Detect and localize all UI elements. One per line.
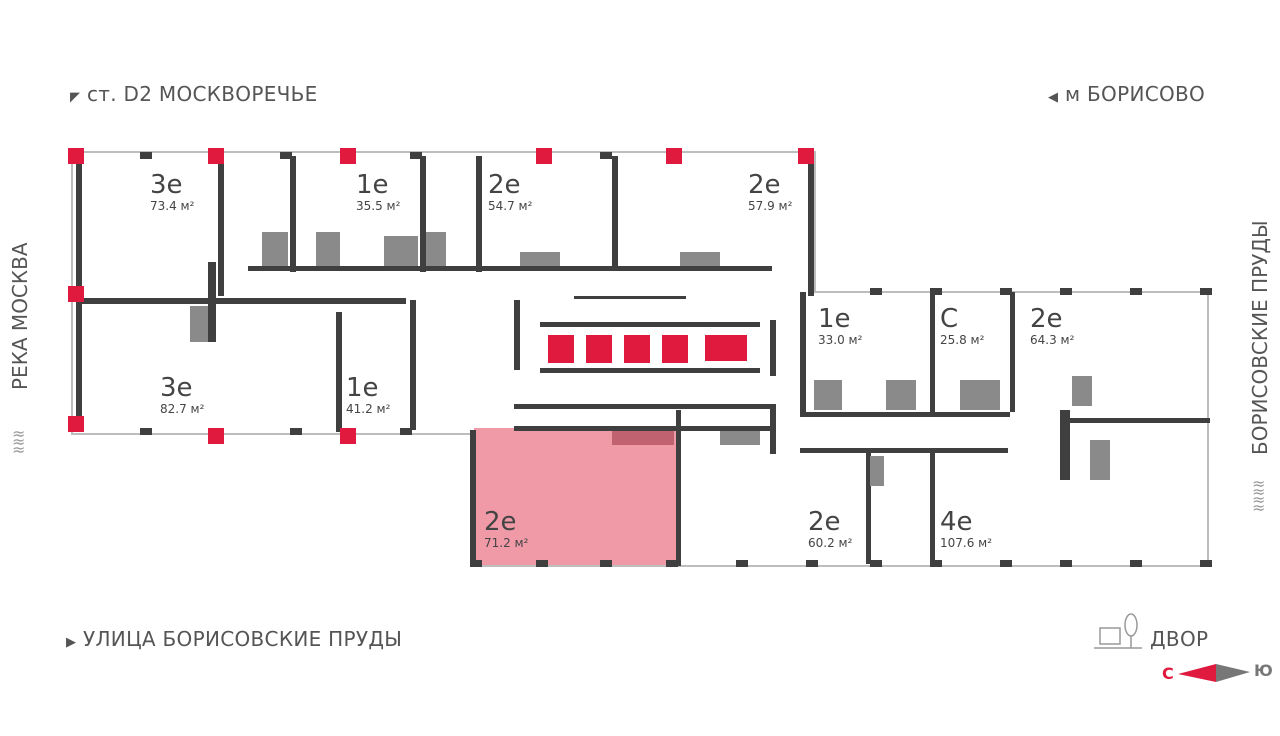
- apartment-type: 3е: [160, 373, 193, 403]
- apartment-area: 71.2 м²: [484, 536, 529, 550]
- apartment-area: 35.5 м²: [356, 199, 401, 213]
- window-column: [1060, 288, 1072, 295]
- apartment-area: 64.3 м²: [1030, 333, 1075, 347]
- direction-borisovo: ◀ м БОРИСОВО: [1048, 82, 1206, 106]
- apartment-type: 2е: [488, 170, 521, 200]
- window-column: [68, 416, 84, 432]
- window-column: [806, 560, 818, 567]
- apartment-type: С: [940, 304, 959, 334]
- arrow-icon: ◤: [70, 90, 81, 105]
- apartment-type: 2е: [484, 507, 517, 537]
- apartment-type: 1е: [346, 373, 379, 403]
- window-column: [930, 288, 942, 295]
- arrow-icon: ◀: [1048, 90, 1059, 105]
- window-column: [68, 148, 84, 164]
- wave-icon: ≈≈≈: [12, 424, 26, 459]
- apartment-area: 25.8 м²: [940, 333, 985, 347]
- window-column: [798, 148, 814, 164]
- window-column: [600, 152, 612, 159]
- direction-street: ▶ УЛИЦА БОРИСОВСКИЕ ПРУДЫ: [66, 627, 403, 651]
- window-column: [340, 148, 356, 164]
- window-column: [666, 148, 682, 164]
- arrow-icon: ▶: [66, 635, 77, 650]
- window-column: [68, 286, 84, 302]
- apartment-type: 1е: [818, 304, 851, 334]
- apartment-type: 2е: [1030, 304, 1063, 334]
- window-column: [870, 560, 882, 567]
- window-column: [208, 148, 224, 164]
- apartment-type: 3е: [150, 170, 183, 200]
- apartment-area: 73.4 м²: [150, 199, 195, 213]
- window-column: [208, 428, 224, 444]
- apartment-area: 82.7 м²: [160, 402, 205, 416]
- window-column: [600, 560, 612, 567]
- window-column: [736, 560, 748, 567]
- window-column: [1130, 288, 1142, 295]
- window-column: [340, 428, 356, 444]
- window-column: [1200, 288, 1212, 295]
- window-column: [1060, 560, 1072, 567]
- window-column: [1130, 560, 1142, 567]
- apartment-area: 57.9 м²: [748, 199, 793, 213]
- window-column: [1000, 560, 1012, 567]
- window-column: [666, 560, 678, 567]
- fixtures: [190, 232, 1110, 486]
- compass-south: Ю: [1254, 661, 1273, 680]
- direction-yard: ДВОР: [1150, 627, 1209, 651]
- window-column: [290, 428, 302, 435]
- apartment-area: 54.7 м²: [488, 199, 533, 213]
- wave-icon: ≈≈≈≈: [1252, 474, 1266, 517]
- selected-apartment-area[interactable]: [474, 428, 676, 566]
- window-column: [1000, 288, 1012, 295]
- window-column: [470, 560, 482, 567]
- compass-north-arrow: [1178, 664, 1216, 682]
- window-column: [536, 148, 552, 164]
- yard-icon: [1094, 612, 1144, 650]
- elevators: [548, 335, 747, 363]
- window-column: [930, 560, 942, 567]
- window-column: [140, 428, 152, 435]
- window-columns: [68, 148, 1212, 567]
- apartment-area: 60.2 м²: [808, 536, 853, 550]
- apartment-type: 2е: [808, 507, 841, 537]
- apartment-type: 2е: [748, 170, 781, 200]
- apartment-area: 41.2 м²: [346, 402, 391, 416]
- window-column: [1200, 560, 1212, 567]
- apartment-type: 1е: [356, 170, 389, 200]
- window-column: [400, 428, 412, 435]
- apartment-type: 4е: [940, 507, 973, 537]
- compass-north: С: [1162, 664, 1174, 683]
- window-column: [140, 152, 152, 159]
- window-column: [536, 560, 548, 567]
- window-column: [280, 152, 292, 159]
- apartment-area: 107.6 м²: [940, 536, 993, 550]
- apartment-area: 33.0 м²: [818, 333, 863, 347]
- window-column: [410, 152, 422, 159]
- compass: С Ю: [1160, 660, 1280, 686]
- window-column: [870, 288, 882, 295]
- compass-south-arrow: [1216, 664, 1250, 682]
- direction-moskvorechye: ◤ ст. D2 МОСКВОРЕЧЬЕ: [70, 82, 318, 106]
